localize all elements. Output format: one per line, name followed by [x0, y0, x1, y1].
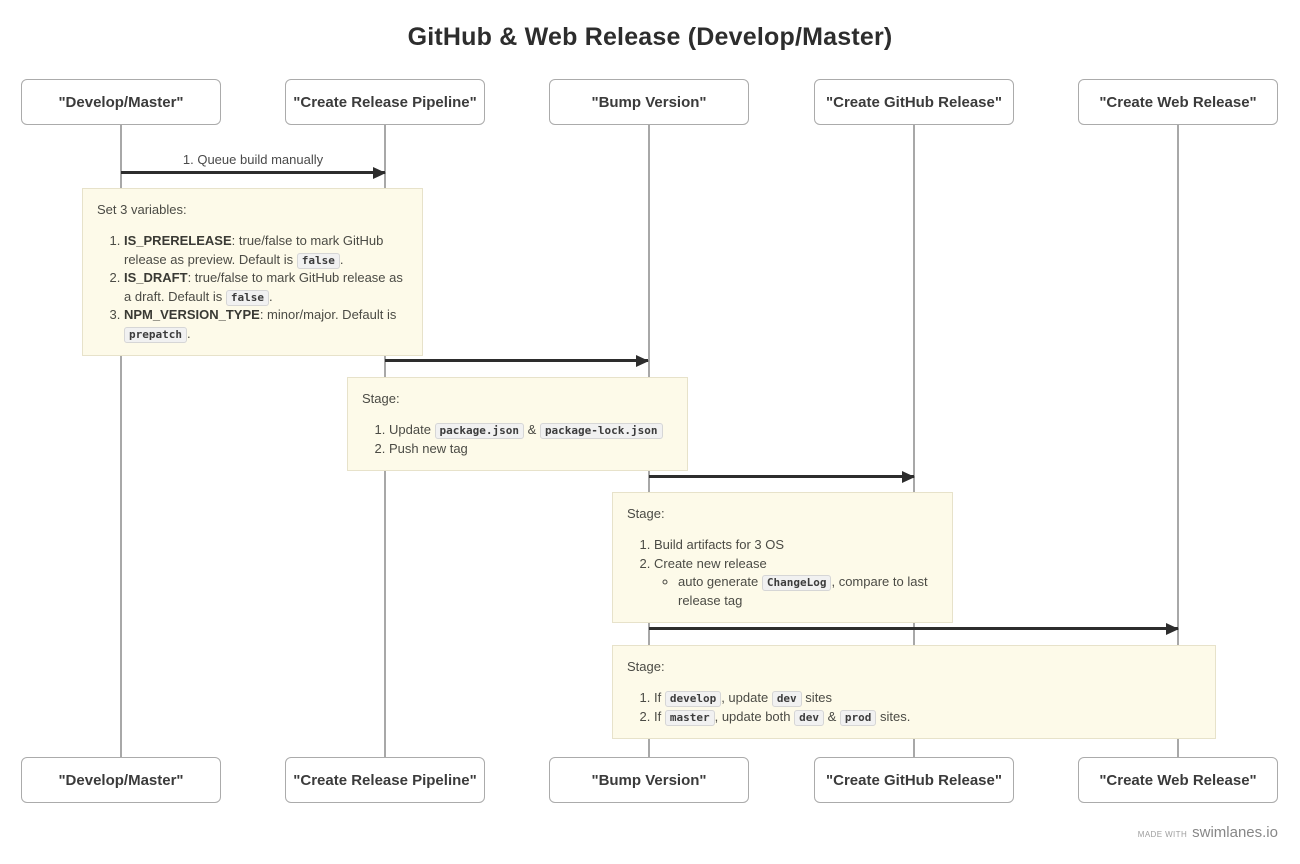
note-list: Update package.json & package-lock.jsonP… — [362, 421, 673, 458]
note-list: If develop, update dev sitesIf master, u… — [627, 689, 1201, 726]
bold-text: NPM_VERSION_TYPE — [124, 307, 260, 323]
made-with-label: made with — [1137, 830, 1188, 839]
arrowhead-icon — [902, 470, 915, 483]
footer: made with swimlanes.io — [1138, 824, 1278, 841]
inline-code-chip: ChangeLog — [761, 575, 832, 592]
note-set-variables: Set 3 variables: IS_PRERELEASE: true/fals… — [82, 188, 423, 357]
lifeline-develop-master — [120, 125, 122, 757]
lifeline-create-web-release — [1177, 125, 1179, 757]
lane-header-create-web-release-top: "Create Web Release" — [1078, 79, 1278, 125]
inline-code-chip: dev — [794, 709, 824, 726]
message-arrow-3 — [649, 470, 915, 483]
message-arrow-1 — [121, 166, 386, 179]
note-list-item: IS_DRAFT: true/false to mark GitHub rele… — [124, 269, 408, 306]
swimlanes-brand-link[interactable]: swimlanes.io — [1192, 824, 1278, 841]
inline-code-chip: false — [225, 289, 270, 306]
message-arrow-4 — [649, 622, 1179, 635]
bold-text: IS_PRERELEASE — [124, 233, 232, 249]
note-list: IS_PRERELEASE: true/false to mark GitHub… — [97, 232, 408, 343]
note-title: Stage: — [627, 659, 665, 674]
note-list-item: If master, update both dev & prod sites. — [654, 708, 1201, 726]
message-label-queue-build: 1. Queue build manually — [182, 152, 324, 167]
note-stage-github-release: Stage: Build artifacts for 3 OSCreate new… — [612, 492, 953, 624]
lane-header-create-github-release-bottom: "Create GitHub Release" — [814, 757, 1014, 803]
lane-header-create-release-pipeline-bottom: "Create Release Pipeline" — [285, 757, 485, 803]
note-list-item: Create new releaseauto generate ChangeLo… — [654, 555, 938, 610]
lane-header-create-web-release-bottom: "Create Web Release" — [1078, 757, 1278, 803]
lane-header-develop-master-top: "Develop/Master" — [21, 79, 221, 125]
note-stage-bump-version: Stage: Update package.json & package-lock… — [347, 377, 688, 472]
note-list: Build artifacts for 3 OSCreate new relea… — [627, 536, 938, 610]
note-title: Stage: — [627, 506, 665, 521]
inline-code-chip: prepatch — [124, 326, 187, 343]
note-list-item: Update package.json & package-lock.json — [389, 421, 673, 440]
inline-code-chip: prod — [839, 709, 877, 726]
note-title: Set 3 variables: — [97, 202, 187, 217]
diagram-title: GitHub & Web Release (Develop/Master) — [407, 23, 893, 51]
lane-header-develop-master-bottom: "Develop/Master" — [21, 757, 221, 803]
inline-code-chip: false — [296, 252, 340, 269]
note-stage-web-release: Stage: If develop, update dev sitesIf mas… — [612, 645, 1216, 740]
inline-code-chip: package.json — [434, 423, 525, 440]
arrowhead-icon — [1166, 622, 1179, 635]
note-list-item: If develop, update dev sites — [654, 689, 1201, 708]
lane-header-create-github-release-top: "Create GitHub Release" — [814, 79, 1014, 125]
note-list-item: IS_PRERELEASE: true/false to mark GitHub… — [124, 232, 408, 269]
inline-code-chip: develop — [664, 691, 722, 708]
note-sublist-item: auto generate ChangeLog, compare to last… — [678, 573, 938, 610]
inline-code-chip: master — [664, 709, 715, 726]
arrowhead-icon — [636, 354, 649, 367]
note-title: Stage: — [362, 391, 400, 406]
lane-header-bump-version-top: "Bump Version" — [549, 79, 749, 125]
bold-text: IS_DRAFT — [124, 270, 188, 286]
inline-code-chip: package-lock.json — [539, 423, 663, 440]
arrowhead-icon — [373, 166, 386, 179]
inline-code-chip: dev — [771, 691, 802, 708]
lifeline-create-github-release — [913, 125, 915, 757]
message-arrow-2 — [385, 354, 649, 367]
note-list-item: Build artifacts for 3 OS — [654, 536, 938, 554]
lane-header-create-release-pipeline-top: "Create Release Pipeline" — [285, 79, 485, 125]
note-sublist: auto generate ChangeLog, compare to last… — [654, 573, 938, 610]
note-list-item: NPM_VERSION_TYPE: minor/major. Default i… — [124, 306, 408, 343]
lane-header-bump-version-bottom: "Bump Version" — [549, 757, 749, 803]
note-list-item: Push new tag — [389, 440, 673, 458]
